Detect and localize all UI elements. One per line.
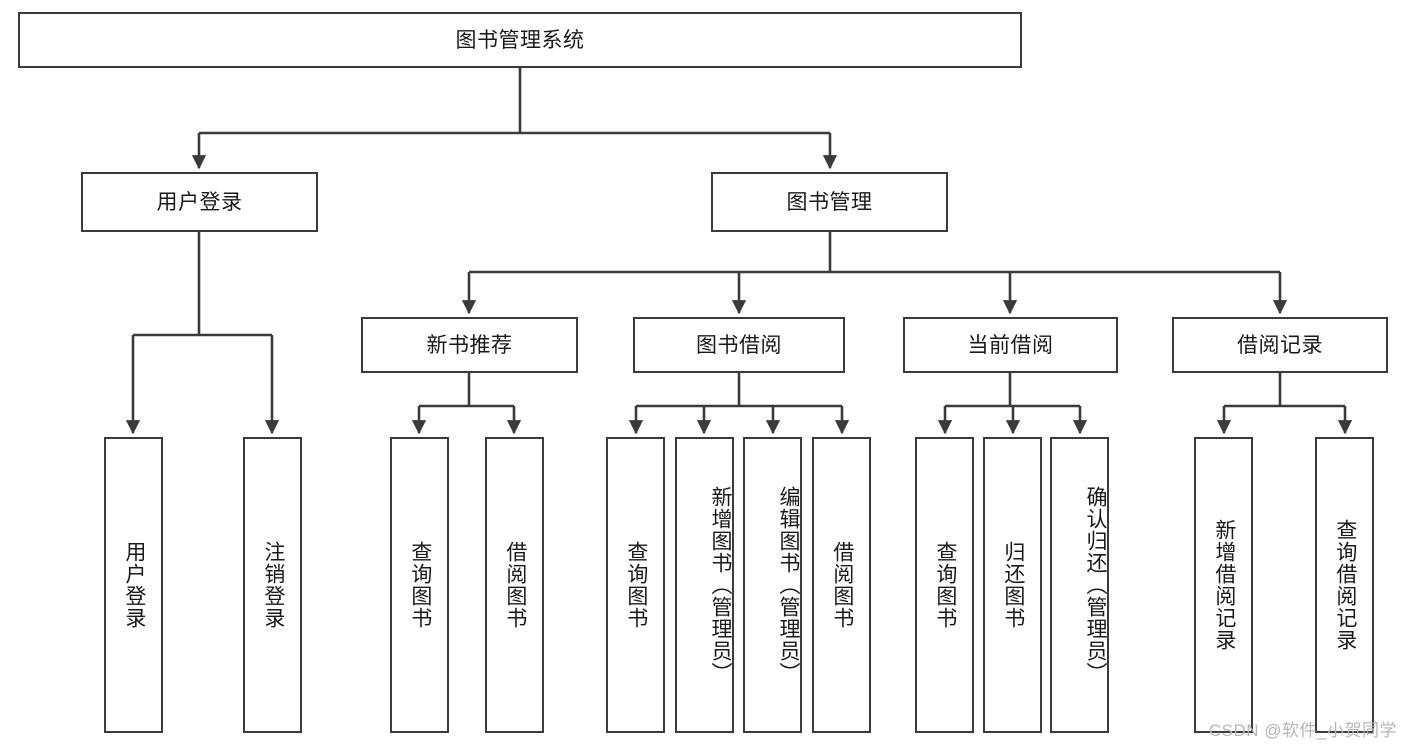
node-leaf-borrow-book-2[interactable]: 借阅图书 <box>812 437 871 733</box>
node-leaf-add-book[interactable]: 新增图书（管理员） <box>675 437 734 733</box>
node-leaf-user-login-label: 用户登录 <box>122 541 146 629</box>
node-book-borrow[interactable]: 图书借阅 <box>633 317 845 373</box>
node-current-borrow[interactable]: 当前借阅 <box>903 317 1118 373</box>
node-user-login[interactable]: 用户登录 <box>81 172 318 232</box>
node-new-book-rec-label: 新书推荐 <box>426 333 513 357</box>
node-borrow-record-label: 借阅记录 <box>1237 333 1323 357</box>
node-leaf-edit-book[interactable]: 编辑图书（管理员） <box>743 437 802 733</box>
node-leaf-logout[interactable]: 注销登录 <box>243 437 302 733</box>
node-leaf-edit-book-label: 编辑图书（管理员） <box>777 486 800 684</box>
node-borrow-record[interactable]: 借阅记录 <box>1172 317 1388 373</box>
node-leaf-query-record-label: 查询借阅记录 <box>1333 519 1357 651</box>
node-leaf-borrow-book-1-label: 借阅图书 <box>503 541 527 629</box>
node-leaf-add-record[interactable]: 新增借阅记录 <box>1194 437 1253 733</box>
node-leaf-confirm-return[interactable]: 确认归还（管理员） <box>1050 437 1109 733</box>
node-root[interactable]: 图书管理系统 <box>18 12 1022 68</box>
node-book-manage-label: 图书管理 <box>786 190 873 214</box>
node-book-manage[interactable]: 图书管理 <box>711 172 948 232</box>
node-leaf-query-book-1[interactable]: 查询图书 <box>390 437 449 733</box>
node-new-book-rec[interactable]: 新书推荐 <box>361 317 578 373</box>
node-leaf-return-book-label: 归还图书 <box>1001 541 1025 629</box>
node-book-borrow-label: 图书借阅 <box>696 333 782 357</box>
node-leaf-add-record-label: 新增借阅记录 <box>1212 519 1236 651</box>
node-current-borrow-label: 当前借阅 <box>967 333 1054 357</box>
node-leaf-borrow-book-2-label: 借阅图书 <box>830 541 854 629</box>
node-leaf-query-record[interactable]: 查询借阅记录 <box>1315 437 1374 733</box>
node-leaf-query-book-3-label: 查询图书 <box>933 541 957 629</box>
node-root-label: 图书管理系统 <box>455 28 585 52</box>
node-user-login-label: 用户登录 <box>156 190 243 214</box>
node-leaf-user-login[interactable]: 用户登录 <box>104 437 163 733</box>
watermark: CSDN @软件_小贺同学 <box>1208 721 1397 740</box>
node-leaf-add-book-label: 新增图书（管理员） <box>709 486 732 684</box>
node-leaf-query-book-2-label: 查询图书 <box>624 541 648 629</box>
node-leaf-query-book-3[interactable]: 查询图书 <box>915 437 974 733</box>
node-leaf-borrow-book-1[interactable]: 借阅图书 <box>485 437 544 733</box>
node-leaf-query-book-2[interactable]: 查询图书 <box>606 437 665 733</box>
node-leaf-logout-label: 注销登录 <box>261 541 285 629</box>
node-leaf-return-book[interactable]: 归还图书 <box>983 437 1042 733</box>
node-leaf-confirm-return-label: 确认归还（管理员） <box>1084 486 1107 684</box>
node-leaf-query-book-1-label: 查询图书 <box>408 541 432 629</box>
